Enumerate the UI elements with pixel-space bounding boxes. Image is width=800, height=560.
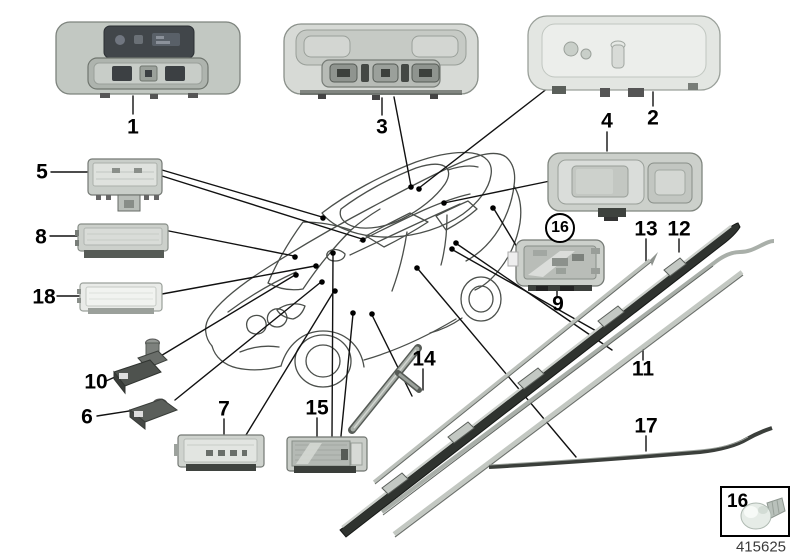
part-8-lamp[interactable] xyxy=(75,223,169,258)
callout-2[interactable]: 2 xyxy=(647,106,659,130)
callout-10[interactable]: 10 xyxy=(84,370,108,394)
callout-17[interactable]: 17 xyxy=(634,414,658,438)
callout-13[interactable]: 13 xyxy=(634,217,658,241)
callout-5[interactable]: 5 xyxy=(36,160,48,184)
callout-9[interactable]: 9 xyxy=(552,292,564,316)
part-5-lamp[interactable] xyxy=(87,158,163,212)
callout-18[interactable]: 18 xyxy=(32,285,56,309)
part-7-lamp[interactable] xyxy=(174,434,265,471)
bulb-icon xyxy=(740,497,786,530)
car-outline xyxy=(205,151,522,388)
part-15-lamp[interactable] xyxy=(286,436,368,473)
callout-15[interactable]: 15 xyxy=(305,396,329,420)
callout-6[interactable]: 6 xyxy=(81,405,93,429)
roof-rail-11-image[interactable] xyxy=(380,239,775,538)
callout-1[interactable]: 1 xyxy=(127,115,139,139)
callout-dots xyxy=(292,184,496,317)
part-1-overhead-console[interactable] xyxy=(55,21,241,99)
callout-11[interactable]: 11 xyxy=(631,357,655,381)
callout-14[interactable]: 14 xyxy=(412,347,436,371)
callout-4[interactable]: 4 xyxy=(601,109,613,133)
part-6-led-module[interactable] xyxy=(128,398,179,431)
part-18-lamp[interactable] xyxy=(77,282,163,314)
diagram-number: 415625 xyxy=(735,538,787,556)
rod-14-image[interactable] xyxy=(348,344,422,434)
callout-7[interactable]: 7 xyxy=(218,397,230,421)
part-10-led-module[interactable] xyxy=(113,338,168,395)
part-3-overhead-console[interactable] xyxy=(283,23,479,100)
callout-16-circled[interactable]: 16 xyxy=(545,213,575,243)
callout-3[interactable]: 3 xyxy=(376,115,388,139)
callout-12[interactable]: 12 xyxy=(667,217,691,241)
roof-rail-13-image[interactable] xyxy=(372,252,658,485)
callout-16-boxed[interactable]: 16 xyxy=(727,491,749,512)
bulb-legend-box[interactable]: 16 xyxy=(720,486,790,537)
part-4-roof-function-unit[interactable] xyxy=(547,152,703,221)
leader-lines xyxy=(49,87,680,458)
roof-rail-12-image[interactable] xyxy=(339,222,741,538)
callout-8[interactable]: 8 xyxy=(35,225,47,249)
part-2-roof-lamp[interactable] xyxy=(527,15,721,97)
part-9-lamp[interactable] xyxy=(507,239,605,291)
trim-strip-17-image[interactable] xyxy=(488,426,773,469)
